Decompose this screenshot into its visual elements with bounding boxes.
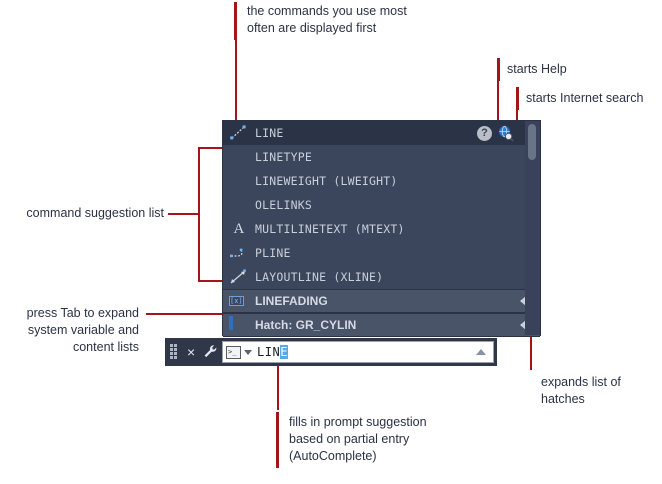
suggestion-row-linefading[interactable]: [x] LINEFADING — [223, 289, 540, 313]
suggestion-label: Hatch: GR_CYLIN — [255, 318, 357, 332]
suggestion-row-linetype[interactable]: LINETYPE — [223, 145, 540, 169]
leader-autocomplete-line — [277, 366, 279, 410]
prompt-icon: >_ — [226, 345, 241, 359]
expand-arrow-icon[interactable] — [520, 296, 526, 306]
suggestion-label: LINE — [255, 126, 284, 140]
expand-arrow-icon[interactable] — [520, 320, 526, 330]
help-icon[interactable]: ? — [477, 126, 492, 141]
command-input-text: LINE — [257, 345, 288, 359]
suggestion-label: LINETYPE — [255, 150, 312, 164]
suggestion-row-olelinks[interactable]: OLELINKS — [223, 193, 540, 217]
chevron-down-icon[interactable] — [244, 349, 252, 355]
annotation-top-center: the commands you use most often are disp… — [247, 4, 407, 35]
internet-search-icon[interactable] — [497, 125, 514, 142]
hatch-icon — [229, 316, 249, 334]
leader-press-tab — [146, 313, 224, 315]
panel-icon-group: ? — [477, 125, 514, 142]
suggestion-label: MULTILINETEXT (MTEXT) — [255, 222, 405, 236]
scrollbar-thumb[interactable] — [528, 124, 536, 160]
panel-scrollbar[interactable] — [525, 121, 540, 335]
annotation-suggestion-list: command suggestion list — [26, 206, 164, 220]
leader-help-bar — [497, 58, 500, 81]
command-input[interactable]: >_ LINE — [222, 341, 494, 363]
leader-autocomplete-bar — [276, 412, 279, 468]
suggestion-row-pline[interactable]: PLINE — [223, 241, 540, 265]
blank-icon — [229, 172, 249, 190]
expand-history-icon[interactable] — [476, 349, 486, 355]
suggestion-label: OLELINKS — [255, 198, 312, 212]
annotation-starts-help: starts Help — [507, 62, 567, 76]
leader-suggestion-arm-top — [198, 147, 223, 149]
suggestion-label: LINEWEIGHT (LWEIGHT) — [255, 174, 398, 188]
suggestion-label: PLINE — [255, 246, 291, 260]
wrench-icon[interactable] — [203, 344, 219, 360]
annotation-expands-hatches: expands list of hatches — [541, 375, 621, 406]
annotation-press-tab: press Tab to expand system variable and … — [26, 306, 139, 354]
leader-top-center-line — [235, 40, 237, 122]
suggestion-label: LINEFADING — [255, 294, 328, 308]
annotation-autocomplete: fills in prompt suggestion based on part… — [289, 415, 427, 463]
close-icon[interactable]: × — [187, 344, 196, 360]
xline-icon — [229, 268, 249, 286]
sysvar-icon: [x] — [229, 296, 244, 306]
annotation-internet-search: starts Internet search — [526, 91, 644, 105]
leader-suggestion-spine — [198, 147, 200, 282]
autocompleted-text: E — [280, 345, 288, 359]
leader-suggestion-arm-bottom — [198, 280, 223, 282]
leader-top-center-bar — [234, 2, 237, 40]
suggestion-row-multilinetext[interactable]: A MULTILINETEXT (MTEXT) — [223, 217, 540, 241]
suggestion-row-lineweight[interactable]: LINEWEIGHT (LWEIGHT) — [223, 169, 540, 193]
typed-text: LIN — [257, 345, 281, 359]
leader-search-line — [516, 110, 518, 124]
command-suggestion-panel[interactable]: LINE LINETYPE LINEWEIGHT (LWEIGHT) OLELI… — [222, 120, 541, 337]
leader-help-line — [497, 81, 499, 122]
leader-hatches-line — [530, 330, 532, 370]
suggestion-label: LAYOUTLINE (XLINE) — [255, 270, 384, 284]
line-icon — [229, 124, 249, 142]
blank-icon — [229, 148, 249, 166]
leader-suggestion-stub — [168, 213, 200, 215]
drag-grip-icon[interactable] — [170, 344, 179, 360]
suggestion-row-hatch[interactable]: Hatch: GR_CYLIN — [223, 313, 540, 337]
mtext-icon: A — [233, 221, 245, 237]
suggestion-row-layoutline[interactable]: LAYOUTLINE (XLINE) — [223, 265, 540, 289]
leader-search-bar — [516, 87, 519, 110]
blank-icon — [229, 196, 249, 214]
pline-icon — [229, 244, 249, 262]
